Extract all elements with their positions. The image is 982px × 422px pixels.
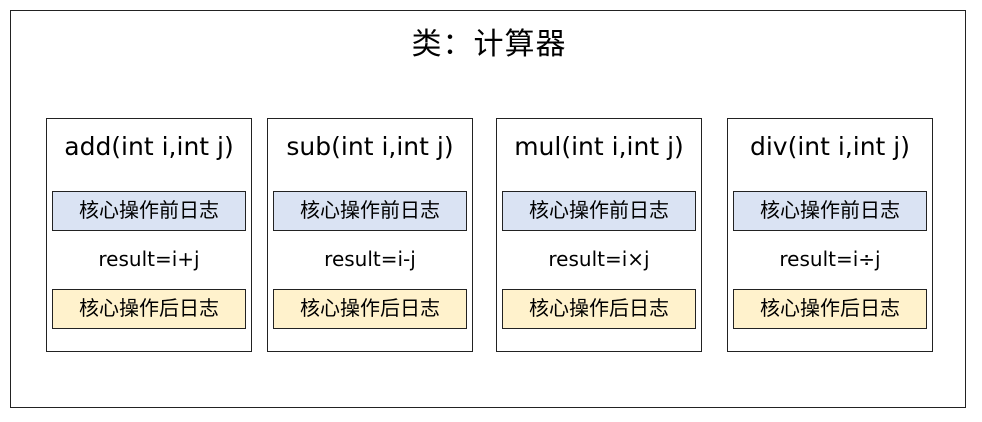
post-operation-log: 核心操作后日志 — [502, 289, 696, 329]
method-box-mul: mul(int i,int j) 核心操作前日志 result=i×j 核心操作… — [496, 118, 702, 352]
operation-result: result=i×j — [548, 247, 650, 271]
class-title: 类：计算器 — [411, 27, 567, 62]
method-signature: add(int i,int j) — [64, 132, 234, 161]
method-box-div: div(int i,int j) 核心操作前日志 result=i÷j 核心操作… — [727, 118, 933, 352]
post-operation-log: 核心操作后日志 — [52, 289, 246, 329]
method-signature: mul(int i,int j) — [514, 132, 684, 161]
method-box-sub: sub(int i,int j) 核心操作前日志 result=i-j 核心操作… — [267, 118, 473, 352]
pre-operation-log: 核心操作前日志 — [502, 191, 696, 231]
class-container: 类：计算器 add(int i,int j) 核心操作前日志 result=i+… — [10, 10, 966, 408]
post-operation-log: 核心操作后日志 — [273, 289, 467, 329]
pre-operation-log: 核心操作前日志 — [52, 191, 246, 231]
operation-result: result=i÷j — [779, 247, 881, 271]
operation-result: result=i+j — [98, 247, 200, 271]
pre-operation-log: 核心操作前日志 — [273, 191, 467, 231]
operation-result: result=i-j — [324, 247, 416, 271]
method-signature: sub(int i,int j) — [286, 132, 454, 161]
pre-operation-log: 核心操作前日志 — [733, 191, 927, 231]
method-signature: div(int i,int j) — [749, 132, 911, 161]
method-box-add: add(int i,int j) 核心操作前日志 result=i+j 核心操作… — [46, 118, 252, 352]
post-operation-log: 核心操作后日志 — [733, 289, 927, 329]
